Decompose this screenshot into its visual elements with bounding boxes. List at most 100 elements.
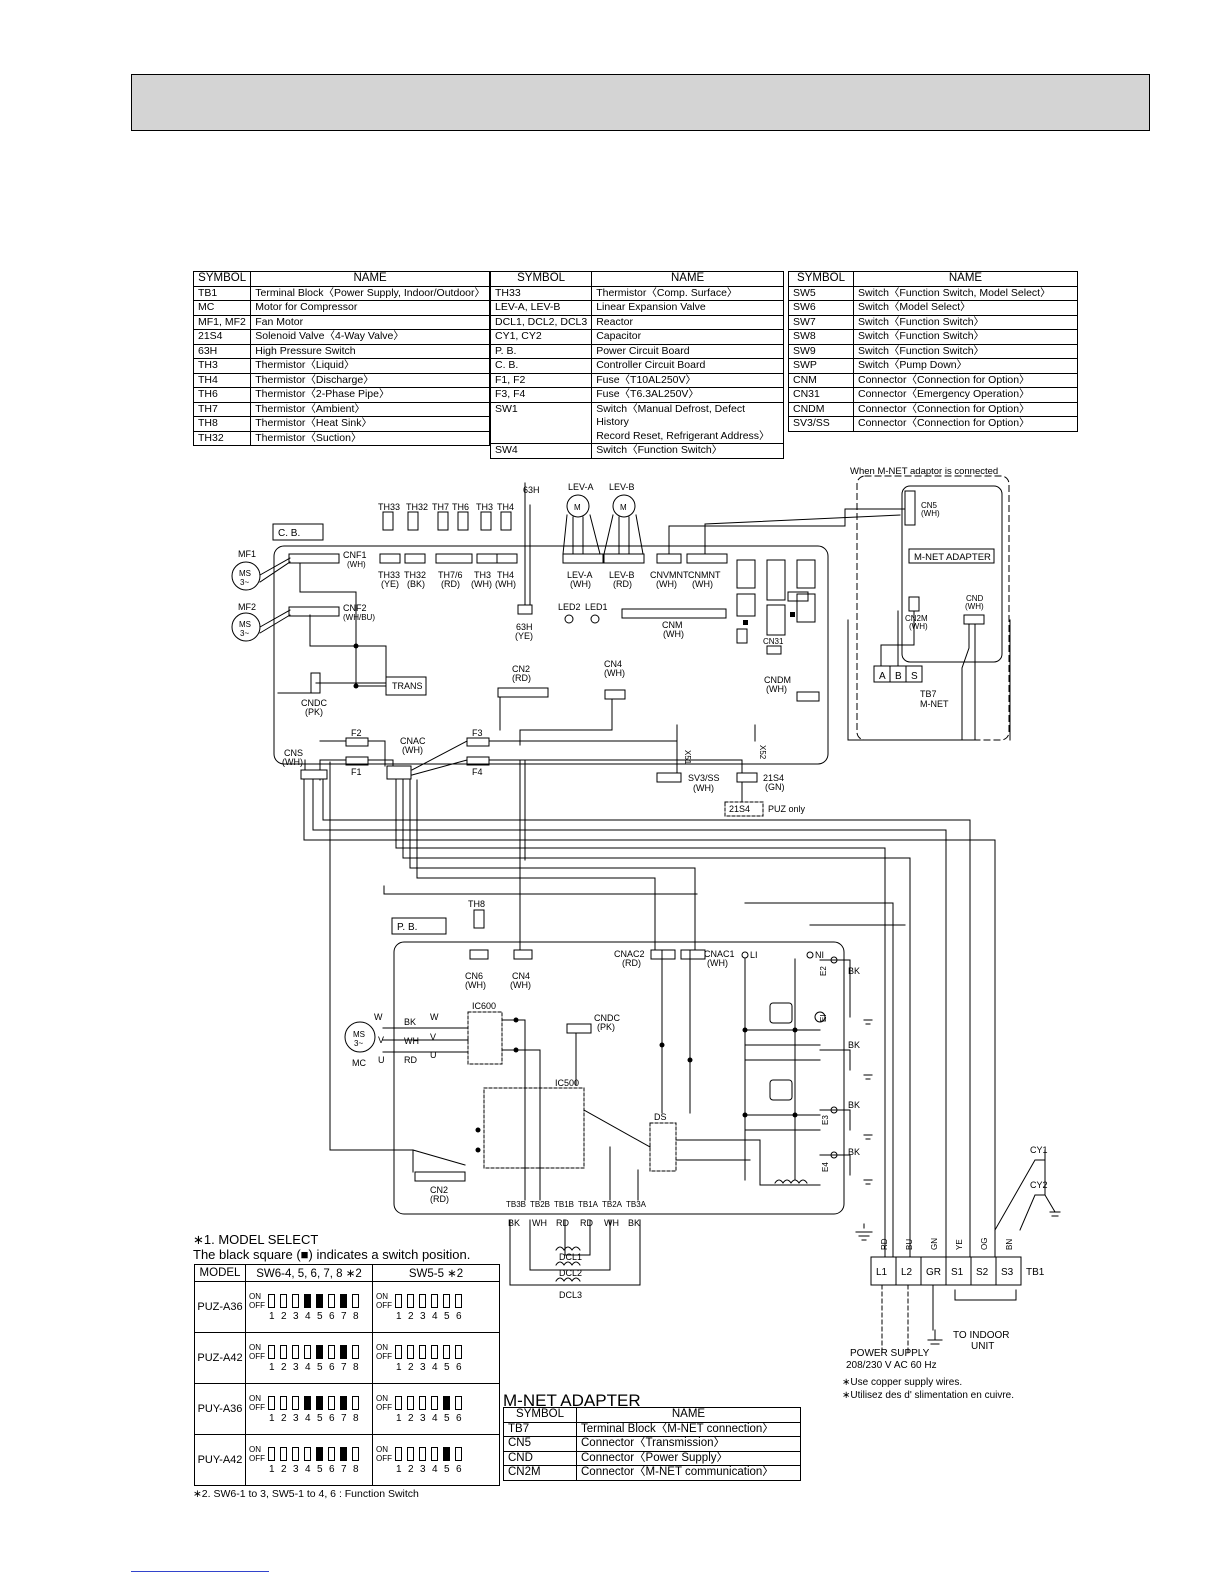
cnm-c: (WH) [663, 629, 684, 639]
bk-e2: BK [848, 966, 860, 976]
21s4-c: (GN) [765, 782, 785, 792]
th3-conn-c: (WH) [471, 579, 492, 589]
dip-switch [316, 1447, 323, 1461]
dip-switch-number: 6 [329, 1413, 335, 1424]
dip-switch [395, 1345, 402, 1359]
pb-wire-color: WH [604, 1218, 619, 1228]
dip-switch [340, 1294, 347, 1308]
on-label: ON [376, 1445, 388, 1454]
model-name: PUZ-A42 [194, 1332, 246, 1384]
tb1-wire-color: BN [1005, 1239, 1014, 1250]
symbol-cell: TH4 [192, 373, 252, 388]
table-row: C. B.Controller Circuit Board [489, 358, 784, 374]
mnet-note: When M-NET adaptor is connected [850, 466, 998, 477]
on-label: ON [376, 1292, 388, 1301]
dip-switch-number: 6 [456, 1464, 462, 1475]
cnf2-label: CNF2 [343, 603, 367, 613]
model-name: PUY-A36 [194, 1383, 246, 1435]
puz-only-label: PUZ only [768, 804, 806, 814]
page-header-bar [131, 74, 1150, 131]
controller-board-outline [273, 545, 829, 765]
th4-label: TH4 [497, 502, 514, 512]
rd-u: RD [404, 1055, 417, 1065]
dip-switch-number: 3 [293, 1362, 299, 1373]
footer-link-underline [131, 1571, 269, 1572]
tb1-label: TB1 [1026, 1267, 1045, 1278]
cn6-label: CN6 [465, 971, 483, 981]
cn31-label: CN31 [763, 637, 784, 646]
cn2m-label: CN2M [905, 614, 928, 623]
pb-terminal: TB1A [578, 1200, 599, 1209]
pb-u: U [430, 1050, 437, 1060]
dip-switch-number: 6 [456, 1413, 462, 1424]
to-indoor-label: TO INDOOR [953, 1330, 1009, 1341]
mf2-ms: MS [239, 620, 251, 629]
dip-switch [316, 1345, 323, 1359]
bk-w: BK [404, 1017, 416, 1027]
mf1-label: MF1 [238, 549, 256, 559]
cb-label-box [272, 523, 324, 541]
symbol-cell: SW7 [788, 315, 854, 330]
symbol-cell: TH33 [489, 286, 593, 301]
dip-switch-number: 3 [420, 1362, 426, 1373]
f1-label: F1 [351, 767, 362, 777]
cnac-c: (WH) [402, 745, 423, 755]
leva-m: M [574, 503, 581, 512]
dip-switch-number: 4 [432, 1464, 438, 1475]
dip-switch-number: 4 [305, 1464, 311, 1475]
cnvmnt-label: CNVMNT [650, 570, 689, 580]
symbol-cell: TH3 [192, 358, 252, 374]
wh-v: WH [404, 1036, 419, 1046]
tb7-label: TB7 [920, 689, 937, 699]
copper-note-en: ∗Use copper supply wires. [842, 1377, 962, 1388]
cnac-label: CNAC [400, 736, 426, 746]
tb1-wire-color: YE [955, 1239, 964, 1250]
pb-terminal: TB2A [602, 1200, 623, 1209]
dip-switch [328, 1345, 335, 1359]
power-supply-label: POWER SUPPLY [850, 1348, 930, 1359]
dip-switch-number: 1 [269, 1311, 275, 1322]
dip-switch [280, 1294, 287, 1308]
column-header: SYMBOL [503, 1407, 577, 1423]
dip-switch [304, 1447, 311, 1461]
dip-switch-number: 7 [341, 1464, 347, 1475]
off-label: OFF [376, 1301, 392, 1310]
symbol-cell: C. B. [489, 358, 593, 374]
tb1-terminal: S1 [951, 1267, 964, 1278]
dip-switch-number: 1 [396, 1362, 402, 1373]
copper-note-fr: ∗Utilisez des d' slimentation en cuivre. [842, 1390, 1014, 1401]
name-cell: Thermistor〈Comp. Surface〉 [591, 286, 784, 301]
leva-conn-c: (WH) [570, 579, 591, 589]
dip-switch-number: 6 [329, 1464, 335, 1475]
name-cell: Switch〈Function Switch〉 [853, 344, 1078, 359]
model-select-title: ∗1. MODEL SELECT [193, 1232, 319, 1247]
e2-label: E2 [819, 966, 828, 976]
pb-wire-color: BK [508, 1218, 520, 1228]
mnet-adapter-board [901, 485, 1003, 663]
model-select-table: MODEL SW6-4, 5, 6, 7, 8 ∗2 SW5-5 ∗2 PUZ-… [194, 1264, 500, 1486]
symbol-cell: CN5 [503, 1436, 577, 1452]
name-cell: Connector〈M-NET communication〉 [576, 1465, 801, 1481]
dip-switch [280, 1345, 287, 1359]
dip-switch-number: 8 [353, 1311, 359, 1322]
dip-switch-number: 1 [396, 1464, 402, 1475]
cb-label: C. B. [278, 528, 300, 539]
dip-switch [419, 1396, 426, 1410]
off-label: OFF [249, 1301, 265, 1310]
name-cell: Solenoid Valve〈4-Way Valve〉 [250, 329, 490, 345]
symbol-cell: P. B. [489, 344, 593, 359]
dcl2-label: DCL2 [559, 1268, 582, 1278]
name-cell: Switch〈Function Switch〉 [853, 329, 1078, 345]
dip-switch-number: 7 [341, 1362, 347, 1373]
fan-motor-mf1 [231, 561, 261, 591]
dip-switch-number: 3 [293, 1311, 299, 1322]
tb1-wire-color: BU [905, 1239, 914, 1250]
